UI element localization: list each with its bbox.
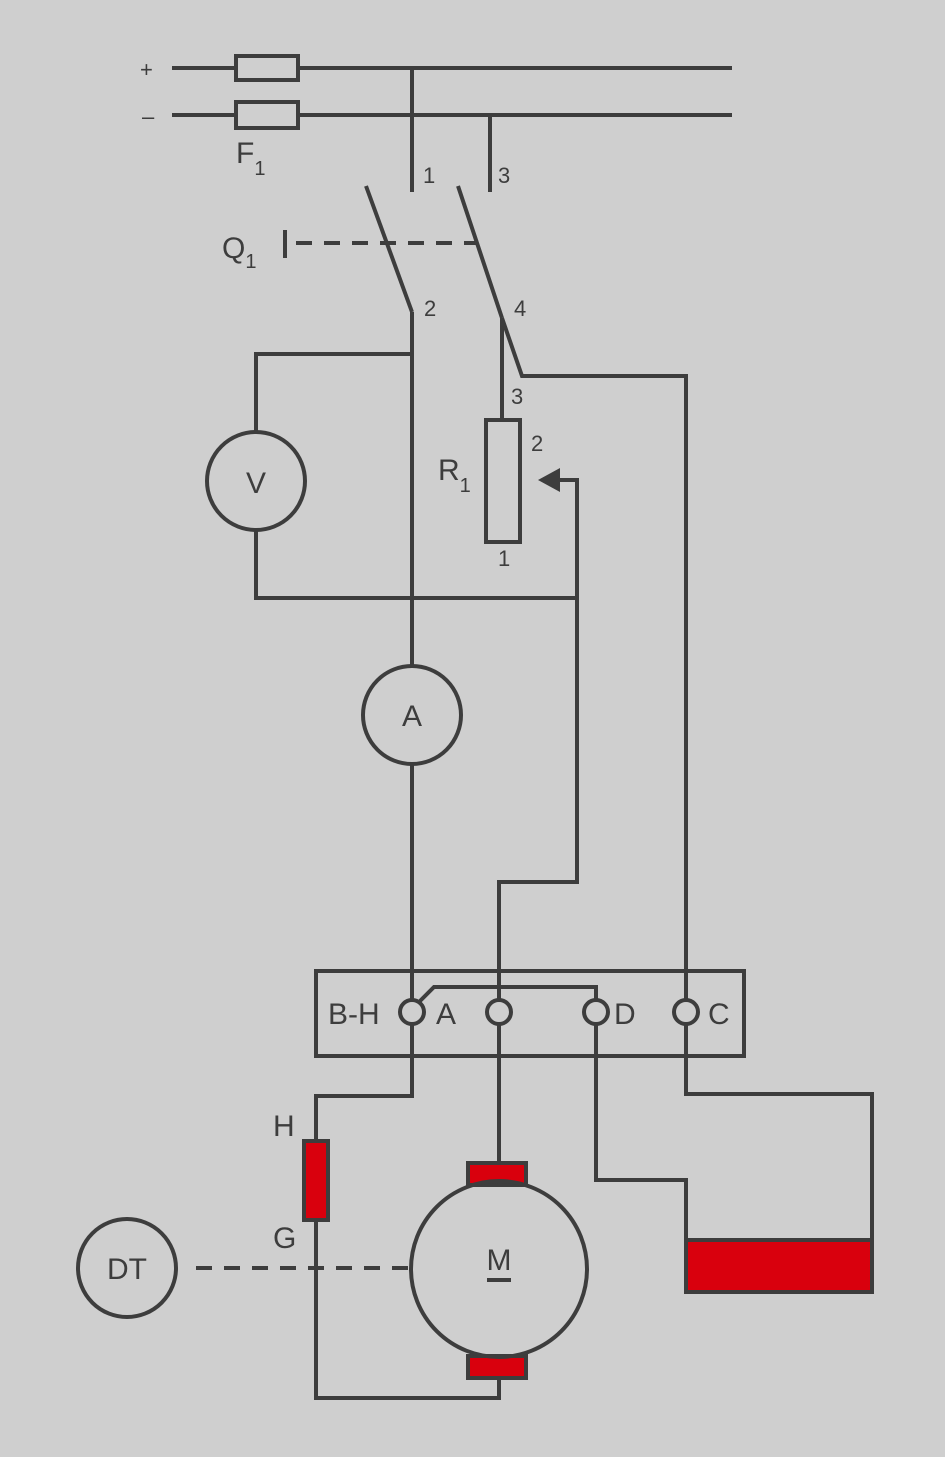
rheostat-name: R xyxy=(438,454,460,487)
switch-terminal-4: 4 xyxy=(514,296,526,321)
terminal-link-a-d xyxy=(418,985,598,1003)
voltmeter-circle xyxy=(205,430,307,532)
supply-rails: + – F1 xyxy=(140,54,732,180)
shunt-field-winding: H G xyxy=(273,1110,330,1255)
motor-brush-top xyxy=(466,1161,528,1187)
rheostat-sub: 1 xyxy=(460,475,471,497)
wire-c-to-series-field xyxy=(684,1024,874,1240)
terminal-a xyxy=(485,998,513,1026)
terminal-label-c: C xyxy=(708,998,730,1031)
terminal-box: B-H A D C xyxy=(314,969,746,1058)
switch-sub: 1 xyxy=(245,251,256,273)
wire-voltmeter-top xyxy=(254,352,412,432)
plus-label: + xyxy=(140,57,153,82)
rheostat-terminal-3: 3 xyxy=(511,384,523,409)
fuse-plus xyxy=(234,54,300,82)
ammeter-label: A xyxy=(402,700,422,733)
fuse-name: F xyxy=(236,137,254,170)
rheostat-terminal-2: 2 xyxy=(531,431,543,456)
voltmeter-label: V xyxy=(246,467,266,500)
motor-brush-bottom xyxy=(466,1354,528,1380)
rheostat-body xyxy=(484,418,522,544)
voltmeter: V xyxy=(205,430,307,532)
motor-wiring xyxy=(314,1024,874,1400)
terminal-bh xyxy=(398,998,426,1026)
tachogenerator: DT xyxy=(76,1217,408,1319)
shunt-field-coil xyxy=(302,1139,330,1222)
switch-label: Q1 xyxy=(222,232,256,273)
switch-blade-1 xyxy=(364,185,414,313)
motor-label: M xyxy=(487,1244,512,1277)
motor-armature xyxy=(409,1179,589,1359)
terminal-label-a: A xyxy=(436,998,456,1031)
series-field-winding xyxy=(684,1238,874,1294)
wire-bh-to-field-h xyxy=(314,1024,414,1141)
switch-terminal-2: 2 xyxy=(424,296,436,321)
tachogenerator-circle xyxy=(76,1217,178,1319)
field-label-h: H xyxy=(273,1110,295,1143)
field-label-g: G xyxy=(273,1222,296,1255)
wire-voltmeter-bottom xyxy=(254,531,577,600)
motor: M xyxy=(409,1161,589,1380)
ammeter-circle xyxy=(361,664,463,766)
switch-terminal-1: 1 xyxy=(423,163,435,188)
terminal-d xyxy=(582,998,610,1026)
rheostat-terminal-1: 1 xyxy=(498,546,510,571)
wire-rheostat-wiper-to-terminal-a xyxy=(497,478,579,1000)
rheostat-wiper-arrow xyxy=(538,468,560,492)
switch-blade-2 xyxy=(456,185,504,319)
main-switch: 1 3 Q1 2 4 xyxy=(222,68,526,321)
fuse-label: F1 xyxy=(236,137,265,180)
wire-switch-to-terminal-c xyxy=(500,317,688,1000)
terminal-label-d: D xyxy=(614,998,636,1031)
fuse-minus xyxy=(234,100,300,130)
wire-field-g-to-armature xyxy=(314,1220,501,1400)
fuse-sub: 1 xyxy=(254,158,265,180)
terminal-box-frame xyxy=(314,969,746,1058)
wire-d-to-series-field xyxy=(594,1024,688,1240)
wiring xyxy=(254,312,688,1000)
terminal-label-bh: B-H xyxy=(328,998,380,1031)
rheostat-label: R1 xyxy=(438,454,471,497)
switch-terminal-3: 3 xyxy=(498,163,510,188)
ammeter: A xyxy=(361,664,463,766)
terminal-c xyxy=(672,998,700,1026)
tachogenerator-label: DT xyxy=(107,1253,147,1286)
minus-label: – xyxy=(142,104,155,129)
switch-name: Q xyxy=(222,232,245,265)
rheostat: 3 2 R1 1 xyxy=(438,384,560,571)
